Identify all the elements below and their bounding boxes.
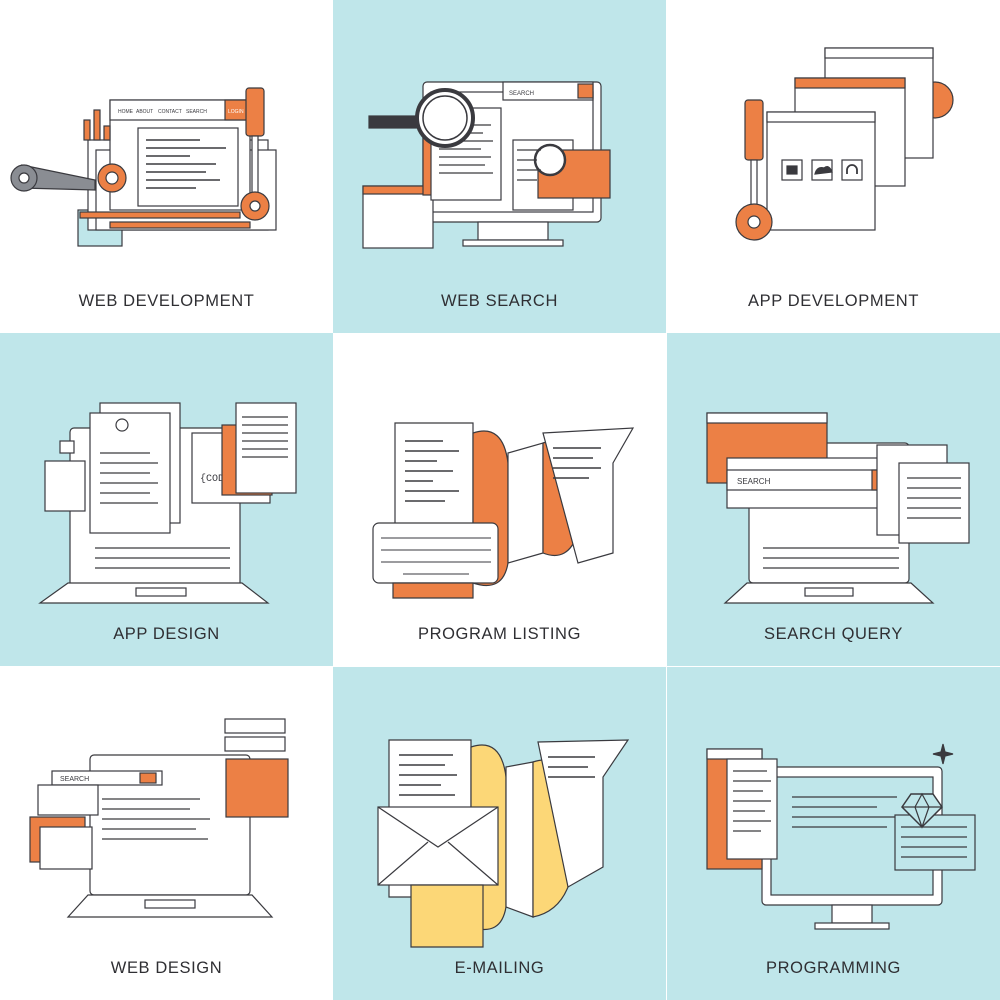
nav-about: ABOUT	[136, 109, 153, 115]
tile-e-mailing: E-MAILING	[333, 667, 666, 1000]
web-design-illustration: SEARCH	[29, 718, 289, 918]
web-development-illustration: HOME ABOUT CONTACT SEARCH LOGIN	[10, 87, 277, 247]
query-field-text: SEARCH	[737, 477, 771, 486]
tile-programming: PROGRAMMING	[667, 667, 1000, 1000]
e-mailing-illustration	[377, 739, 630, 948]
nav-contact: CONTACT	[158, 109, 182, 115]
nav-login: LOGIN	[228, 109, 244, 115]
search-query-illustration: SEARCH	[706, 412, 970, 604]
caption-app-design: APP DESIGN	[113, 625, 220, 643]
nav-search: SEARCH	[186, 109, 207, 115]
app-development-illustration	[735, 47, 954, 241]
caption-e-mailing: E-MAILING	[454, 959, 545, 977]
tile-app-development: APP DEVELOPMENT	[667, 0, 1000, 333]
nav-home: HOME	[118, 109, 134, 115]
tile-web-design: SEARCH WEB DESIGN	[0, 667, 333, 1000]
tile-web-search: SEARCH WEB SEARCH	[333, 0, 666, 333]
stock-id-text: #95029027	[0, 896, 5, 973]
web-search-illustration: SEARCH	[362, 81, 611, 249]
caption-search-query: SEARCH QUERY	[764, 625, 903, 643]
caption-web-design: WEB DESIGN	[110, 959, 223, 977]
caption-program-listing: PROGRAM LISTING	[417, 625, 582, 643]
caption-programming: PROGRAMMING	[766, 959, 901, 977]
web-search-field-text: SEARCH	[509, 91, 534, 97]
tile-search-query: SEARCH SEARCH QUERY	[667, 333, 1000, 666]
program-listing-illustration	[372, 422, 635, 599]
stock-id-badge: #95029027	[0, 880, 22, 990]
tile-program-listing: PROGRAM LISTING	[333, 333, 666, 666]
caption-web-search: WEB SEARCH	[441, 292, 558, 310]
caption-web-development: WEB DEVELOPMENT	[78, 292, 255, 310]
tile-app-design: {CODE} APP DESIGN	[0, 333, 333, 666]
programming-illustration	[706, 743, 976, 930]
tile-web-development: HOME ABOUT CONTACT SEARCH LOGIN	[0, 0, 333, 333]
web-design-search-text: SEARCH	[60, 776, 89, 783]
caption-app-development: APP DEVELOPMENT	[748, 292, 919, 310]
app-design-illustration: {CODE}	[38, 402, 297, 604]
